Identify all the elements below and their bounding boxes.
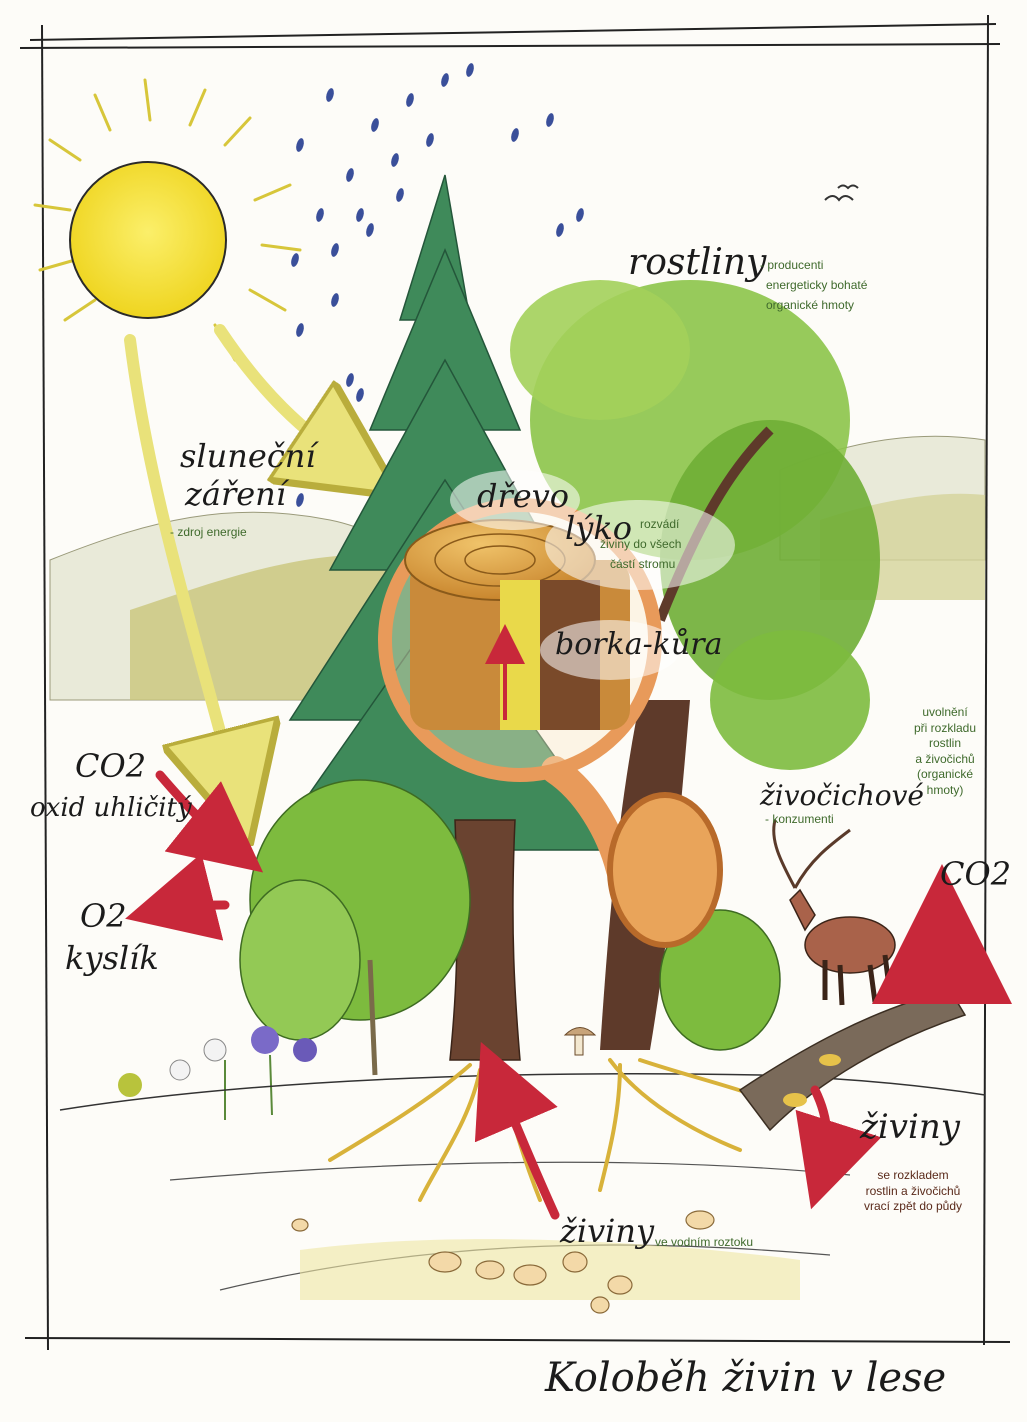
solar-radiation-label-2: záření <box>185 478 286 510</box>
rain-drop <box>395 187 405 202</box>
release-line-2: při rozkladu <box>905 721 985 737</box>
nutrients-right-line-2: rostlin a živočichů <box>838 1184 988 1200</box>
solar-radiation-label-1: sluneční <box>180 440 316 472</box>
animals-label: živočichové <box>760 782 924 810</box>
ground-flowers <box>118 1026 317 1120</box>
release-note: uvolnění při rozkladu rostlin a živočich… <box>905 705 985 799</box>
rain-drop <box>290 252 300 267</box>
rain-drop <box>370 117 380 132</box>
rain-drop <box>425 132 435 147</box>
rain-drop <box>465 62 475 77</box>
rain-drop <box>315 207 325 222</box>
phloem-note-1: rozvádí <box>640 517 679 533</box>
solar-radiation-note: - zdroj energie <box>170 525 247 541</box>
o2-name: kyslík <box>65 942 159 974</box>
nutrients-right-note: se rozkladem rostlin a živočichů vrací z… <box>838 1168 988 1215</box>
co2-left-label: CO2 <box>75 750 146 782</box>
release-line-4: a živočichů <box>905 752 985 768</box>
bark-label: borka-kůra <box>555 630 723 660</box>
plants-note-2: energeticky bohaté <box>766 278 867 294</box>
release-line-5: (organické <box>905 767 985 783</box>
nutrients-right-label: živiny <box>860 1110 960 1144</box>
rain-drop <box>355 207 365 222</box>
mushrooms <box>565 1028 595 1056</box>
animals-note: - konzumenti <box>765 812 834 828</box>
tree-roots <box>330 1060 790 1200</box>
nutrients-right-line-1: se rozkladem <box>838 1168 988 1184</box>
deer <box>774 820 895 1005</box>
release-line-1: uvolnění <box>905 705 985 721</box>
co2-left-name: oxid uhličitý <box>30 795 192 821</box>
rain-drop <box>545 112 555 127</box>
o2-label: O2 <box>80 900 127 932</box>
rain-drop <box>575 207 585 222</box>
rain-drop <box>295 322 305 337</box>
rain-drop <box>345 167 355 182</box>
rain-drop <box>345 372 355 387</box>
phloem-note-2: živiny do všech <box>600 537 681 553</box>
release-line-6: hmoty) <box>905 783 985 799</box>
rain-drop <box>295 137 305 152</box>
rain-drop <box>365 222 375 237</box>
sun <box>35 80 300 360</box>
rain-drop <box>405 92 415 107</box>
rain-drop <box>355 387 365 402</box>
rain-drop <box>295 492 305 507</box>
rain-drop <box>390 152 400 167</box>
co2-right-label: CO2 <box>940 858 1011 890</box>
plants-note-1: - producenti <box>760 258 823 274</box>
wood-label: dřevo <box>477 480 569 512</box>
rain-drop <box>510 127 520 142</box>
release-line-3: rostlin <box>905 736 985 752</box>
rain-drop <box>440 72 450 87</box>
nutrients-bottom-label: živiny <box>560 1215 654 1247</box>
rain-drop <box>325 87 335 102</box>
plants-note-3: organické hmoty <box>766 298 854 314</box>
rain-drop <box>555 222 565 237</box>
nutrients-right-line-3: vrací zpět do půdy <box>838 1199 988 1215</box>
rain-drop <box>330 292 340 307</box>
rain-drop <box>330 242 340 257</box>
plants-label: rostliny <box>628 245 766 281</box>
birds <box>825 186 858 201</box>
nutrients-bottom-note: ve vodním roztoku <box>655 1235 753 1251</box>
phloem-note-3: částí stromu <box>610 557 675 573</box>
diagram-title: Koloběh živin v lese <box>545 1358 946 1398</box>
